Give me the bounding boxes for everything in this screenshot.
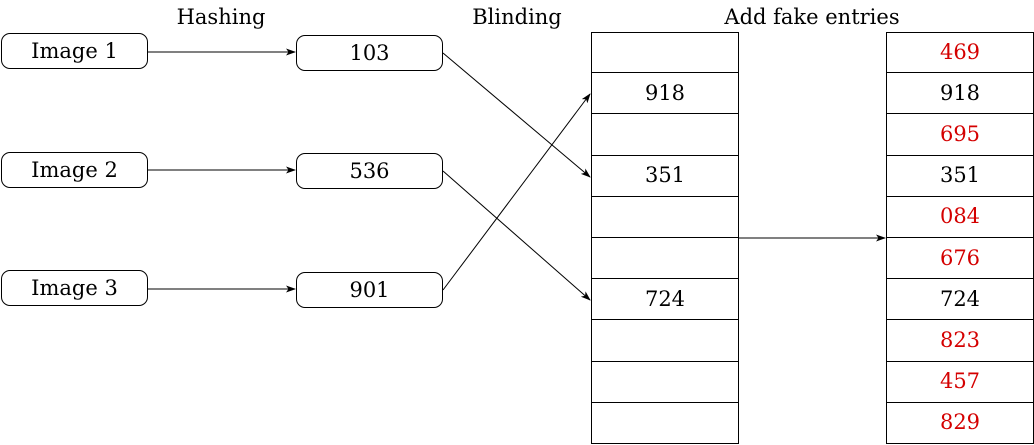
blinded-cell-5: [591, 196, 739, 238]
blinded-cell-10: [591, 402, 739, 444]
final-cell-5: 084: [886, 196, 1034, 238]
final-cell-10: 829: [886, 402, 1034, 444]
arrow-hash3-to-blinded-918: [442, 93, 591, 291]
final-cell-6: 676: [886, 237, 1034, 280]
arrow-hash2-to-blinded-724: [442, 170, 591, 301]
blinded-cell-7: 724: [591, 279, 739, 321]
stage-label-hashing: Hashing: [176, 5, 266, 29]
blinded-cell-1: [591, 32, 739, 74]
hash-node-2: 536: [296, 153, 443, 189]
final-cell-8: 823: [886, 320, 1034, 362]
blinded-cell-4: 351: [591, 155, 739, 197]
image-node-3: Image 3: [1, 270, 148, 306]
final-cell-4: 351: [886, 155, 1034, 197]
final-cell-3: 695: [886, 114, 1034, 156]
blinded-cell-6: [591, 237, 739, 280]
final-cell-7: 724: [886, 279, 1034, 321]
final-table: 469 918 695 351 084 676 724 823 457 829: [886, 32, 1034, 444]
final-cell-9: 457: [886, 361, 1034, 403]
blinded-table: 918 351 724: [591, 32, 739, 444]
final-cell-1: 469: [886, 32, 1034, 74]
blinded-cell-3: [591, 114, 739, 156]
hash-node-3: 901: [296, 272, 443, 308]
arrow-hash1-to-blinded-351: [442, 52, 591, 178]
image-node-1: Image 1: [1, 33, 148, 69]
blinded-cell-9: [591, 361, 739, 403]
stage-label-blinding: Blinding: [472, 5, 562, 29]
blinded-cell-8: [591, 320, 739, 362]
blinded-cell-2: 918: [591, 73, 739, 115]
hash-node-1: 103: [296, 35, 443, 71]
image-node-2: Image 2: [1, 152, 148, 188]
stage-label-add-fake-entries: Add fake entries: [724, 5, 900, 29]
final-cell-2: 918: [886, 73, 1034, 115]
